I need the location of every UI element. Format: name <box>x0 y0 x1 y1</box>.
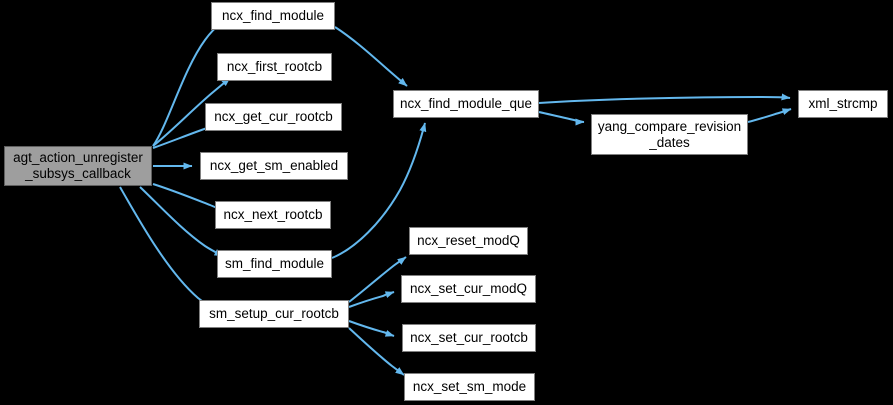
graph-node-label: sm_find_module <box>224 256 325 271</box>
graph-node-ncx_next_rootcb[interactable]: ncx_next_rootcb <box>215 201 331 229</box>
graph-node-ncx_get_sm_enabled[interactable]: ncx_get_sm_enabled <box>200 152 348 180</box>
call-edge <box>334 26 408 87</box>
call-edge <box>119 186 214 308</box>
call-edge <box>538 93 791 104</box>
graph-node-xml_strcmp[interactable]: xml_strcmp <box>798 90 888 118</box>
call-edge <box>139 186 224 257</box>
graph-node-label: ncx_get_cur_rootcb <box>214 109 333 124</box>
call-edge <box>348 327 405 376</box>
graph-node-yang_compare_revision_dates[interactable]: yang_compare_revision _dates <box>591 114 748 155</box>
graph-node-sm_setup_cur_rootcb[interactable]: sm_setup_cur_rootcb <box>199 300 349 328</box>
graph-node-ncx_find_module_que[interactable]: ncx_find_module_que <box>393 90 539 118</box>
graph-node-label: ncx_get_sm_enabled <box>209 158 339 173</box>
call-edge <box>747 108 792 123</box>
call-edge <box>348 291 395 308</box>
graph-node-label: ncx_first_rootcb <box>226 59 323 74</box>
graph-node-label: ncx_find_module <box>221 8 325 23</box>
graph-node-label: sm_setup_cur_rootcb <box>209 306 339 321</box>
graph-node-label: ncx_set_sm_mode <box>412 379 527 394</box>
graph-node-label: yang_compare_revision _dates <box>597 118 742 150</box>
graph-node-label: ncx_find_module_que <box>399 96 533 111</box>
graph-node-label: xml_strcmp <box>808 96 878 111</box>
graph-node-ncx_reset_modQ[interactable]: ncx_reset_modQ <box>409 227 528 255</box>
graph-node-ncx_set_cur_rootcb[interactable]: ncx_set_cur_rootcb <box>402 324 536 352</box>
call-edge <box>152 183 225 212</box>
graph-node-ncx_set_sm_mode[interactable]: ncx_set_sm_mode <box>404 373 535 401</box>
graph-node-ncx_first_rootcb[interactable]: ncx_first_rootcb <box>217 53 332 81</box>
graph-node-label: ncx_next_rootcb <box>223 207 323 222</box>
call-edge <box>348 320 395 337</box>
graph-node-ncx_set_cur_modQ[interactable]: ncx_set_cur_modQ <box>401 275 536 303</box>
graph-node-label: ncx_set_cur_modQ <box>409 281 528 296</box>
graph-node-label: ncx_set_cur_rootcb <box>410 330 528 345</box>
call-edge <box>538 111 585 126</box>
graph-node-ncx_find_module[interactable]: ncx_find_module <box>211 2 335 30</box>
call-edge <box>348 256 407 303</box>
graph-node-sm_find_module[interactable]: sm_find_module <box>217 250 332 278</box>
graph-node-agt_action_unregister_subsys_callback[interactable]: agt_action_unregister _subsys_callback <box>4 146 152 186</box>
graph-node-ncx_get_cur_rootcb[interactable]: ncx_get_cur_rootcb <box>205 103 342 131</box>
graph-node-label: ncx_reset_modQ <box>417 233 520 248</box>
graph-node-label: agt_action_unregister _subsys_callback <box>13 150 143 181</box>
